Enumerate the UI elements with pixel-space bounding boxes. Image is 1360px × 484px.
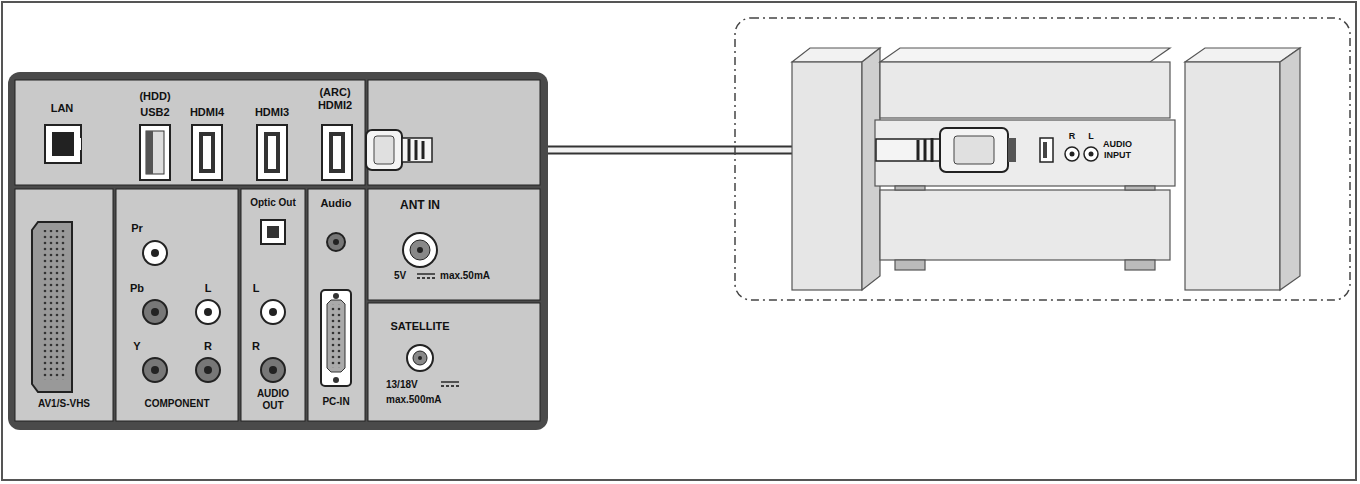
vga-port [327,300,345,372]
satellite-socket [418,356,422,360]
audio-unit [875,48,1175,270]
vga-screw [333,377,339,383]
rating-label: 5V [394,270,406,282]
port-label: (HDD) [139,90,170,103]
port-label: LAN [51,102,74,115]
jack-label: L [253,282,260,295]
port-label: AV1/S-VHS [38,398,90,410]
port-cell: (ARC) HDMI2 [305,80,365,125]
usb-port [146,131,153,174]
usb-port [1043,142,1047,158]
hdmi-plug-tip [1008,138,1016,162]
hdmi-port [199,132,345,173]
jack-label: R [204,340,212,353]
jack-label: R [1069,131,1076,142]
satellite-socket [407,345,433,371]
group-label: COMPONENT [145,398,210,410]
strain-relief-ridge [409,139,423,161]
rca-jack [143,241,285,382]
port-label: Optic Out [250,197,296,209]
port-label: AUDIO INPUT [1103,139,1132,161]
panel-cell [368,303,540,421]
vga-pins [330,304,342,368]
antenna-socket [403,233,437,267]
hdmi-plug [940,128,1008,172]
port-label: SATELLITE [390,320,449,333]
lan-port [52,132,74,156]
optical-port [267,226,279,238]
antenna-socket [417,247,423,253]
lan-port [45,125,81,163]
rca-jack [1065,147,1079,161]
hdmi-plug [374,136,394,164]
device-outline [735,18,1350,300]
panel-cell [308,189,365,421]
jack-label: L [1088,131,1094,142]
strain-relief [876,139,940,161]
port-label: ANT IN [400,198,440,212]
speaker [792,48,1300,290]
strain-relief [402,138,432,162]
vga-port [321,290,351,386]
panel-cell [15,80,365,185]
usb-port [1040,138,1053,162]
vga-screw [333,293,339,299]
strain-relief-ridge [918,138,932,162]
jack-label: L [205,282,212,295]
jack-label: Pr [131,222,143,235]
panel-housing [8,72,548,430]
panel-cell [15,189,113,421]
rating-label: 13/18V [386,379,418,391]
panel-cell [116,189,238,421]
lan-port [74,138,81,150]
optical-port [261,220,285,244]
audio-unit-panel: R L AUDIO INPUT [875,120,1175,186]
rating-label: max.50mA [440,270,490,282]
hdmi-port [192,125,352,180]
rca-jack-pin [1089,152,1094,157]
audio-jack [333,239,339,245]
port-label: USB2 [140,106,169,119]
scart-port [32,222,72,392]
panel-cell [241,189,305,421]
jack-label: Pb [130,282,144,295]
usb-port [140,125,170,180]
hdmi-plug [366,130,402,170]
jack-label: R [252,340,260,353]
hdmi-plug [954,136,994,164]
panel-cell [368,189,540,300]
jack-label: Y [133,340,140,353]
audio-jack [327,233,345,251]
port-label: (ARC) HDMI2 [318,86,352,112]
rating-label: max.500mA [386,394,442,406]
satellite-socket [413,351,427,365]
port-label: Audio [320,197,351,210]
usb-port [146,131,164,174]
rca-jack-pin [151,249,277,374]
scart-pins [41,230,67,380]
rca-jack-pin [1070,152,1075,157]
port-label: HDMI4 [190,106,224,119]
group-label: AUDIO OUT [257,388,289,412]
port-label: HDMI3 [255,106,289,119]
antenna-socket [410,240,430,260]
rca-jack [1084,147,1098,161]
port-label: PC-IN [322,396,349,408]
